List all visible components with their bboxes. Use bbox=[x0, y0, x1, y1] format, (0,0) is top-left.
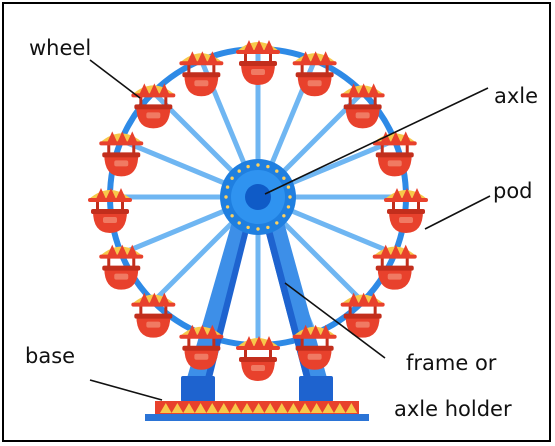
pod bbox=[99, 131, 143, 176]
pod bbox=[236, 40, 280, 85]
base-leader bbox=[90, 380, 162, 400]
base bbox=[145, 401, 369, 421]
pod bbox=[293, 51, 337, 96]
pod bbox=[131, 293, 175, 338]
label-frame-line2: axle holder bbox=[394, 399, 512, 420]
pod-leader bbox=[425, 196, 490, 229]
pod bbox=[373, 131, 417, 176]
pod bbox=[341, 293, 385, 338]
label-axle: axle bbox=[494, 86, 538, 107]
axle-hub bbox=[220, 159, 296, 235]
label-pod: pod bbox=[493, 181, 533, 202]
wheel-leader bbox=[90, 60, 140, 98]
label-wheel: wheel bbox=[29, 38, 91, 59]
pod bbox=[179, 51, 223, 96]
label-frame-line1: frame or bbox=[406, 353, 496, 374]
label-base: base bbox=[25, 346, 75, 367]
pod bbox=[131, 83, 175, 128]
pod bbox=[341, 83, 385, 128]
